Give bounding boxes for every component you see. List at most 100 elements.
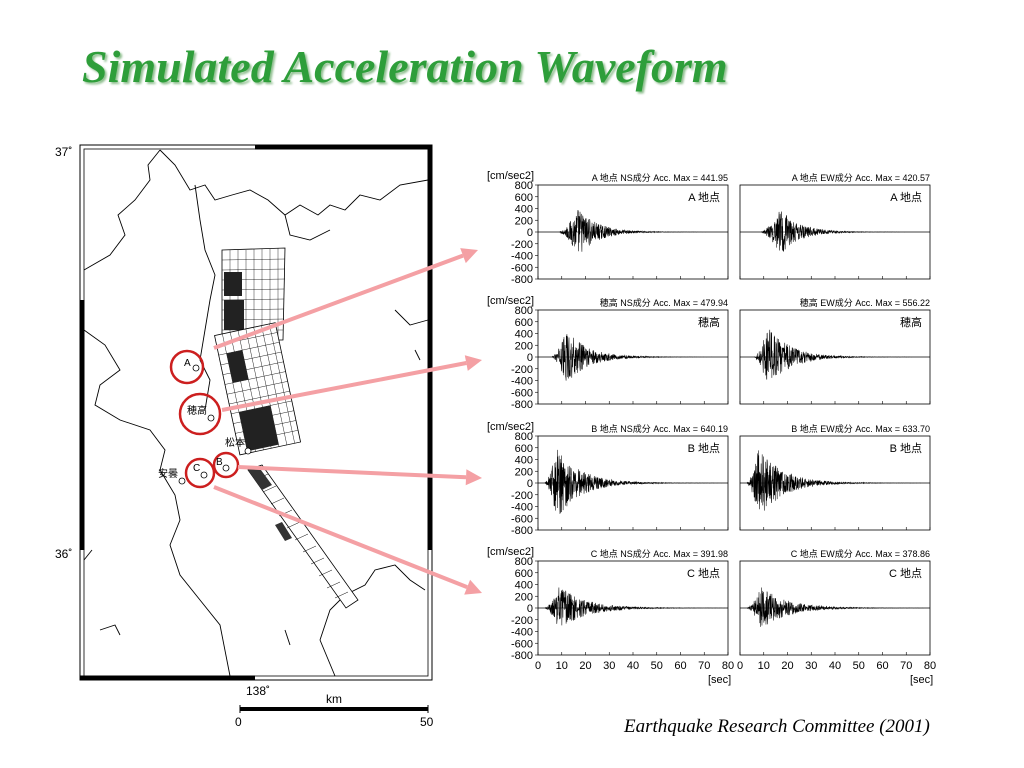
waveform-panel-4-ns: C 地点 NS成分 Acc. Max = 391.98C 地点800600400…	[487, 546, 734, 686]
x-unit-label: [sec]	[910, 674, 933, 686]
y-tick-label: -200	[511, 364, 533, 376]
waveform-panel-1-ns: A 地点 NS成分 Acc. Max = 441.95A 地点800600400…	[487, 170, 729, 286]
arrow-shaft	[213, 253, 464, 350]
waveform-trace	[538, 209, 729, 252]
x-tick-label: 10	[556, 660, 568, 672]
y-tick-label: -400	[511, 627, 533, 639]
y-tick-label: -600	[511, 638, 533, 650]
x-tick-label: 50	[853, 660, 865, 672]
site-arrow-2	[221, 355, 482, 412]
map-boundaries	[83, 149, 429, 677]
x-tick-label: 20	[781, 660, 793, 672]
scale-bar: km 0 50	[235, 692, 434, 729]
x-tick-label: 0	[737, 660, 743, 672]
y-tick-label: -600	[511, 262, 533, 274]
city-azumino-label: 安曇	[158, 467, 178, 480]
y-tick-label: 0	[527, 603, 533, 615]
y-tick-label: 800	[515, 556, 533, 568]
arrow-head	[464, 579, 482, 595]
lat-top-label: 37˚	[55, 145, 72, 159]
y-tick-label: -400	[511, 376, 533, 388]
y-tick-label: -800	[511, 274, 533, 286]
waveform-trace	[538, 587, 729, 626]
site-arrow-4	[213, 485, 482, 595]
site-b-label: B	[216, 457, 223, 468]
y-tick-label: -400	[511, 251, 533, 263]
map-panel: A 穂高 B C 松本 安曇 37˚ 36˚ 138˚ km 0 50	[55, 144, 434, 729]
x-tick-label: 0	[535, 660, 541, 672]
panel-title: A 地点 NS成分 Acc. Max = 441.95	[592, 172, 728, 183]
scale-unit-label: km	[326, 692, 342, 706]
panel-title: A 地点 EW成分 Acc. Max = 420.57	[792, 172, 930, 183]
x-unit-label: [sec]	[708, 674, 731, 686]
panel-site-label: A 地点	[688, 191, 720, 204]
y-tick-label: 600	[515, 443, 533, 455]
y-tick-label: 0	[527, 227, 533, 239]
fault-grid-upper	[221, 247, 286, 341]
y-tick-label: 0	[527, 352, 533, 364]
panel-title: B 地点 EW成分 Acc. Max = 633.70	[791, 423, 930, 434]
y-tick-label: 400	[515, 580, 533, 592]
site-highlight-circles	[169, 349, 240, 489]
panel-site-label: C 地点	[687, 567, 720, 580]
panel-title: B 地点 NS成分 Acc. Max = 640.19	[591, 423, 728, 434]
panel-title: C 地点 EW成分 Acc. Max = 378.86	[791, 548, 930, 559]
site-arrow-1	[213, 248, 478, 350]
arrow-shaft	[213, 485, 468, 589]
x-tick-label: 60	[876, 660, 888, 672]
x-tick-label: 70	[698, 660, 710, 672]
panel-site-label: A 地点	[890, 191, 922, 204]
waveform-panel-3-ns: B 地点 NS成分 Acc. Max = 640.19B 地点800600400…	[487, 421, 729, 537]
y-tick-label: 200	[515, 340, 533, 352]
x-tick-label: 40	[627, 660, 639, 672]
panel-site-label: B 地点	[890, 442, 922, 455]
y-tick-label: -600	[511, 387, 533, 399]
y-tick-label: 400	[515, 204, 533, 216]
waveform-trace	[740, 329, 930, 380]
site-arrows	[213, 248, 482, 595]
x-tick-label: 20	[579, 660, 591, 672]
site-a-circle	[169, 349, 205, 385]
y-tick-label: 800	[515, 305, 533, 317]
lon-label: 138˚	[246, 684, 270, 698]
y-tick-label: 0	[527, 478, 533, 490]
city-matsumoto-label: 松本	[225, 436, 245, 449]
waveform-trace	[740, 587, 931, 627]
y-tick-label: 200	[515, 466, 533, 478]
site-hotaka-label: 穂高	[187, 404, 207, 417]
y-tick-label: 600	[515, 192, 533, 204]
arrow-head	[465, 469, 482, 486]
y-tick-label: -200	[511, 239, 533, 251]
citation: Earthquake Research Committee (2001)	[624, 716, 930, 737]
y-tick-label: 600	[515, 568, 533, 580]
lat-bottom-label: 36˚	[55, 547, 72, 561]
x-tick-label: 40	[829, 660, 841, 672]
panel-title: 穂高 NS成分 Acc. Max = 479.94	[600, 297, 728, 308]
y-tick-label: 400	[515, 329, 533, 341]
y-tick-label: 200	[515, 591, 533, 603]
y-tick-label: -800	[511, 650, 533, 662]
waveform-trace	[538, 449, 728, 514]
y-tick-label: -800	[511, 525, 533, 537]
x-tick-label: 30	[603, 660, 615, 672]
y-unit-label: [cm/sec2]	[487, 170, 534, 182]
y-tick-label: 200	[515, 215, 533, 227]
waveform-trace	[740, 450, 931, 511]
y-tick-label: -600	[511, 513, 533, 525]
arrow-shaft	[237, 465, 467, 480]
x-tick-label: 70	[900, 660, 912, 672]
site-b-circle	[212, 451, 240, 479]
y-unit-label: [cm/sec2]	[487, 546, 534, 558]
x-tick-label: 50	[651, 660, 663, 672]
y-unit-label: [cm/sec2]	[487, 295, 534, 307]
y-tick-label: -400	[511, 502, 533, 514]
panel-site-label: 穂高	[900, 315, 922, 329]
site-hotaka-circle	[178, 392, 222, 436]
panel-title: C 地点 NS成分 Acc. Max = 391.98	[591, 548, 728, 559]
x-tick-label: 60	[674, 660, 686, 672]
arrow-head	[460, 248, 478, 264]
scale-end-label: 50	[420, 715, 434, 729]
y-unit-label: [cm/sec2]	[487, 421, 534, 433]
waveform-trace	[740, 211, 931, 252]
